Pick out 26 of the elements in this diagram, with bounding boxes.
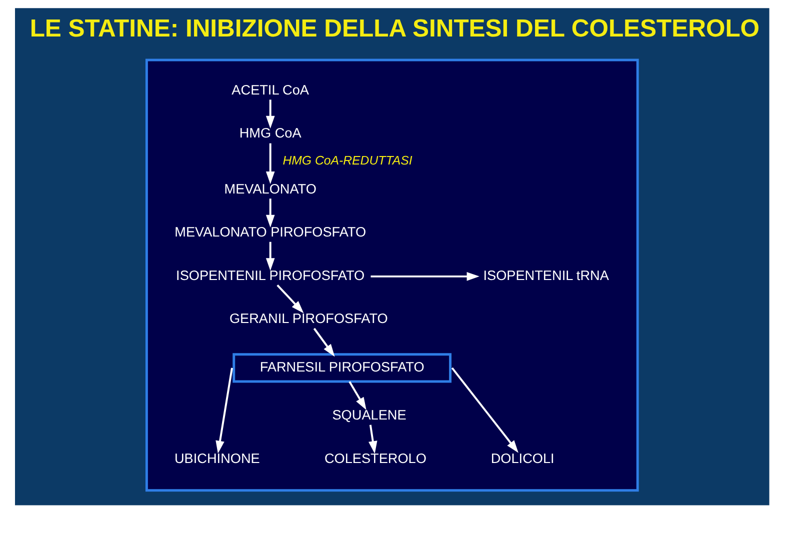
node-text: ISOPENTENIL PIROFOSFATO xyxy=(176,268,364,283)
node-text: SQUALENE xyxy=(332,408,406,423)
arrow xyxy=(450,367,518,453)
arrow xyxy=(265,198,274,228)
node-text: ACETIL CoA xyxy=(231,82,308,98)
node-text: DOLICOLI xyxy=(490,450,554,466)
node-text: UBICHINONE xyxy=(174,450,260,466)
node-text: HMG CoA xyxy=(238,126,301,141)
arrow xyxy=(265,143,274,184)
diagram-title: LE STATINE: INIBIZIONE DELLA SINTESI DEL COLESTEROLO xyxy=(29,16,760,43)
arrow xyxy=(312,328,334,357)
node-text: COLESTEROLO xyxy=(324,450,426,466)
arrow xyxy=(370,272,479,281)
node-text: MEVALONATO xyxy=(224,181,316,196)
cluster xyxy=(144,58,638,492)
arrow xyxy=(348,381,366,410)
node-text: ISOPENTENIL tRNA xyxy=(482,268,608,283)
node-text: GERANIL PIROFOSFATO xyxy=(228,311,388,326)
arrow xyxy=(276,284,304,314)
arrow xyxy=(265,100,274,129)
node-box: FARNESIL PIROFOSFATO xyxy=(232,353,451,383)
node-text: MEVALONATO PIROFOSFATO xyxy=(174,224,366,240)
arrow xyxy=(265,242,274,271)
arrow xyxy=(215,368,232,454)
arrow xyxy=(368,424,377,454)
edge-label: HMG CoA-REDUTTASI xyxy=(282,154,412,168)
